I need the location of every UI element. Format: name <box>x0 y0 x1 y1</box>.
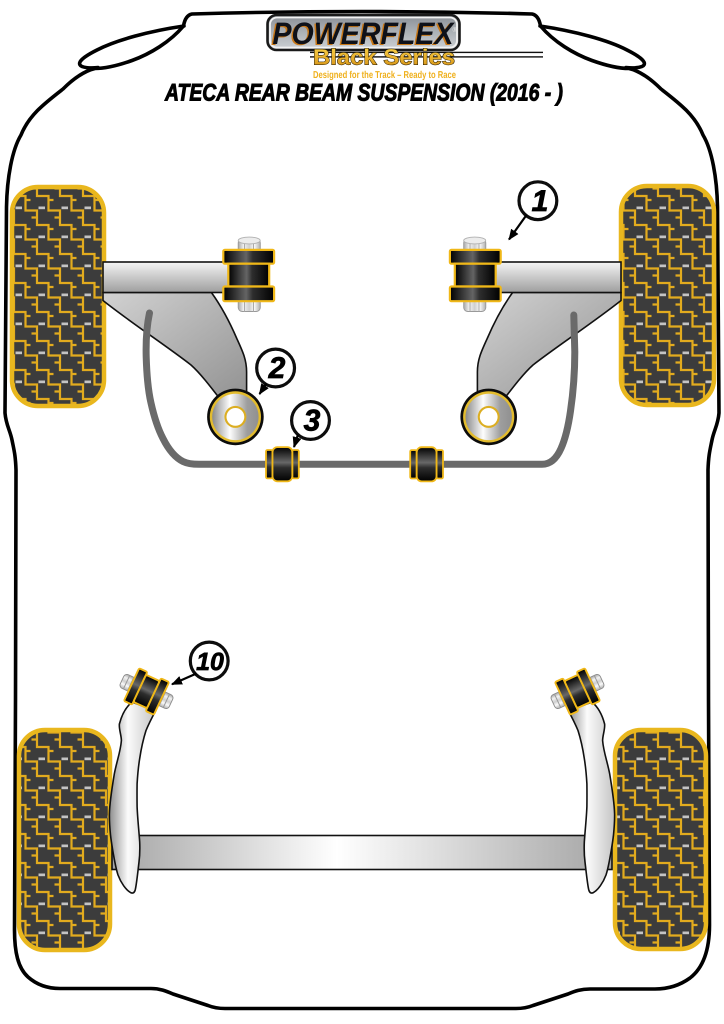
svg-text:POWERFLEX: POWERFLEX <box>273 16 456 51</box>
svg-text:1: 1 <box>532 185 549 218</box>
svg-text:®: ® <box>453 27 459 34</box>
svg-text:10: 10 <box>196 648 224 676</box>
svg-text:ATECA REAR BEAM SUSPENSION (20: ATECA REAR BEAM SUSPENSION (2016 - ) <box>164 80 563 107</box>
svg-text:Black Series: Black Series <box>313 45 455 70</box>
svg-text:POWERFLEX: POWERFLEX <box>271 17 454 52</box>
svg-text:2: 2 <box>268 352 286 385</box>
svg-text:Designed for the Track – Ready: Designed for the Track – Ready to Race <box>313 70 456 81</box>
svg-text:3: 3 <box>304 405 321 438</box>
